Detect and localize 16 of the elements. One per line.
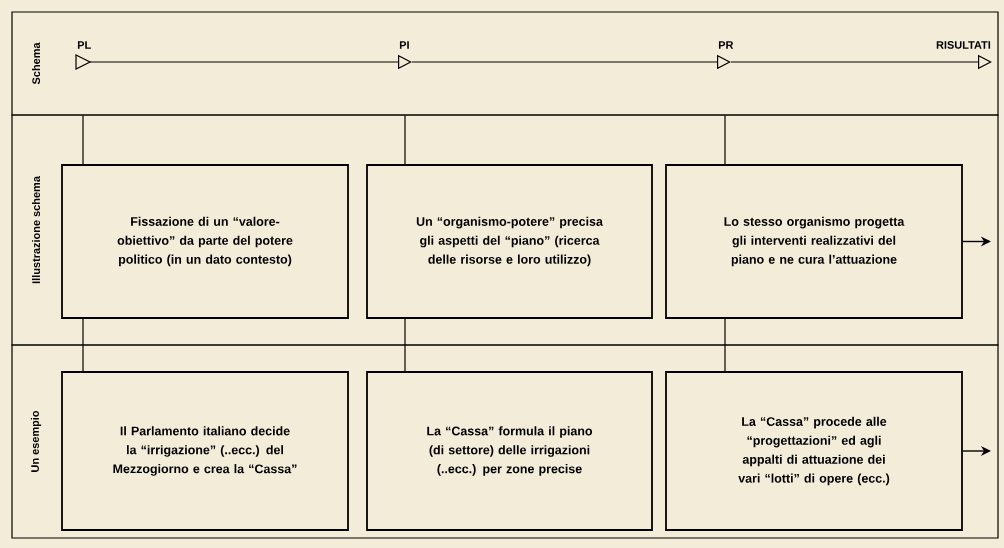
text-box: La “Cassa” procede alle “progettazioni” ed agli appalti di attuazione dei vari “lotti” di opere (ecc.) (665, 371, 963, 531)
connector-line (724, 318, 726, 372)
stage-label: PI (399, 41, 409, 49)
text-box: Un “organismo-potere” precisa gli aspetti del “piano” (ricerca delle risorse e loro utilizzo) (366, 164, 653, 319)
text-box: Il Parlamento italiano decide la “irrigazione” (..ecc.) del Mezzogiorno e crea la “Cassa” (61, 371, 349, 531)
connector-line (82, 318, 84, 372)
text-box: Fissazione di un “valore-obiettivo” da parte del potere politico (in un dato contesto) (61, 164, 349, 319)
text-box: Lo stesso organismo progetta gli interventi realizzativi del piano e ne cura l’attuazione (665, 164, 963, 319)
connector-line (404, 115, 406, 165)
stage-label: PR (718, 41, 734, 49)
connector-line (404, 318, 406, 372)
text-box: La “Cassa” formula il piano (di settore) delle irrigazioni (..ecc.) per zone precise (366, 371, 653, 531)
stage-label: RISULTATI (936, 41, 991, 49)
connector-line (724, 115, 726, 165)
stage-label: PL (75, 41, 92, 70)
connector-line (82, 115, 84, 165)
